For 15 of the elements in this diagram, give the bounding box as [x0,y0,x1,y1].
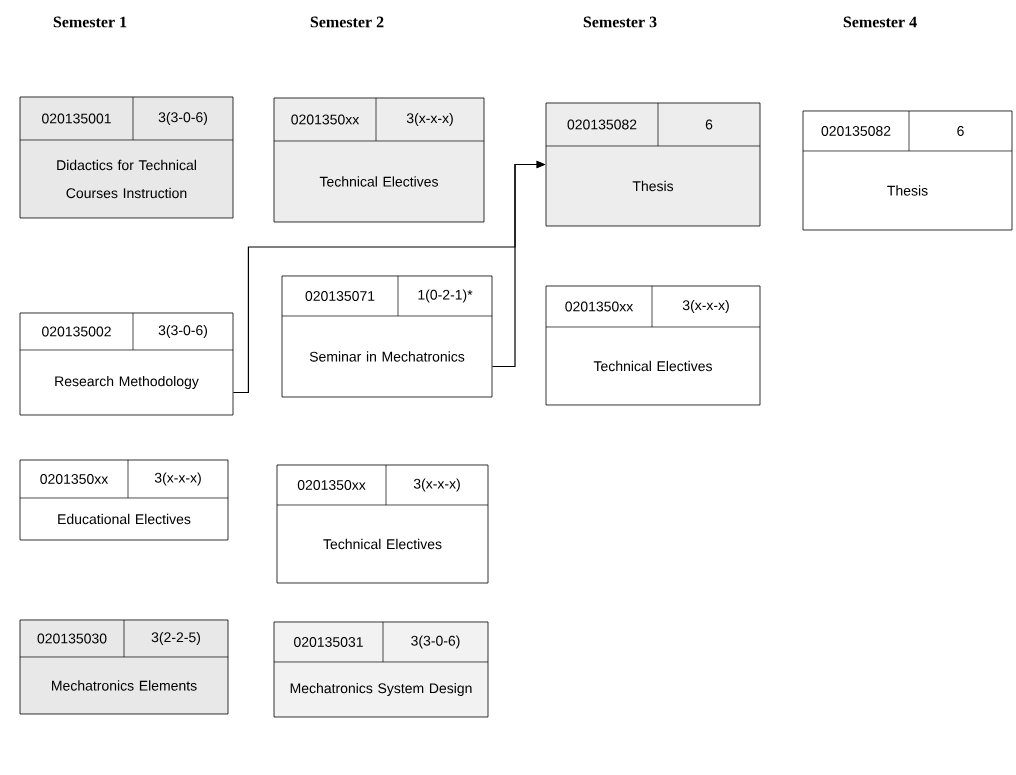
semester-heading: Semester 4 [843,16,917,28]
course-box: 020135082 6 Thesis [545,102,761,227]
course-box: 020135071 1(0-2-1)* Seminar in Mechatronics [281,275,493,398]
course-box: 0201350xx 3(x-x-x) Educational Electives [19,459,229,541]
semester-heading: Semester 1 [53,16,127,28]
course-box: 020135031 3(3-0-6) Mechatronics System Design [273,621,489,718]
course-box: 020135001 3(3-0-6) Didactics for Technical Courses Instruction [19,96,234,219]
course-box: 020135082 6 Thesis [802,110,1013,231]
semester-heading: Semester 2 [310,16,384,28]
course-box: 020135002 3(3-0-6) Research Methodology [19,312,234,416]
semester-heading: Semester 3 [583,16,657,28]
course-box: 0201350xx 3(x-x-x) Technical Electives [276,464,489,584]
course-box: 020135030 3(2-2-5) Mechatronics Elements [19,619,229,715]
course-box: 0201350xx 3(x-x-x) Technical Electives [545,285,761,406]
course-box: 0201350xx 3(x-x-x) Technical Electives [273,97,485,223]
